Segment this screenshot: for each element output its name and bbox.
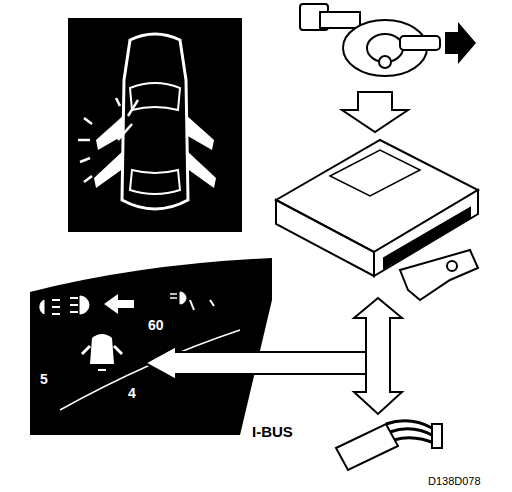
gauge-number: 4 (128, 386, 136, 400)
bus-name: I-BUS (252, 424, 293, 439)
door-contact-switch (300, 4, 476, 76)
flow-arrow (342, 92, 408, 132)
figure-code: D138D078 (428, 476, 481, 487)
gauge-number: 60 (148, 318, 164, 332)
car-door-panel (68, 18, 242, 232)
gauge-number: 5 (40, 372, 48, 386)
instrument-cluster (30, 258, 272, 435)
control-module (276, 140, 478, 300)
flow-arrow (145, 346, 366, 380)
ibus-connector (336, 421, 442, 470)
